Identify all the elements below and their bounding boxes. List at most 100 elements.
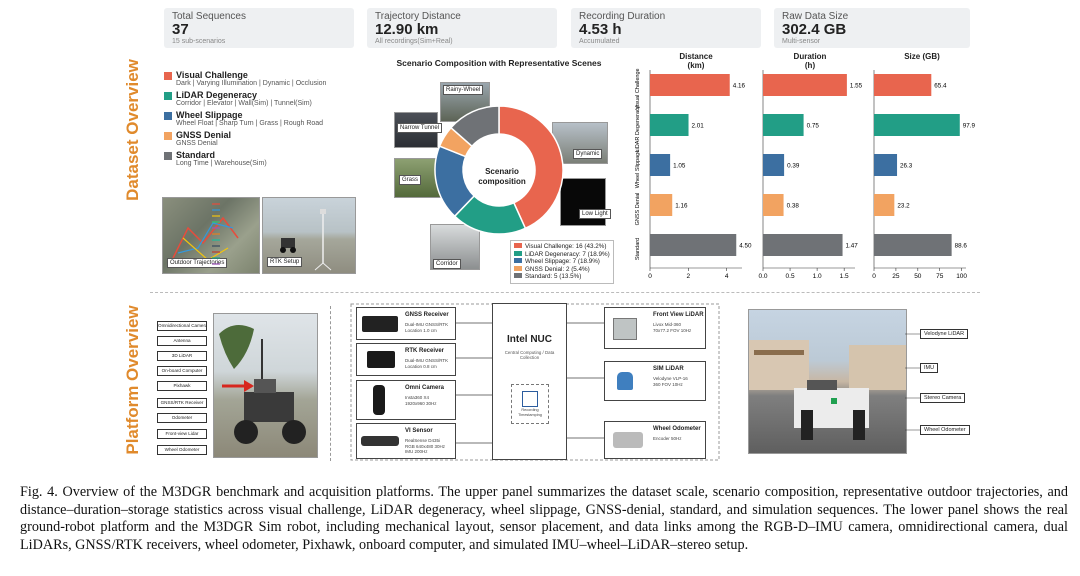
- device-name: SIM LiDAR: [653, 366, 684, 372]
- legend-swatch: [514, 265, 522, 271]
- omni-camera-box: Omni Camera Insta360 X4 1920x960 30Hz: [356, 380, 456, 420]
- device-name: Omni Camera: [405, 385, 445, 391]
- rtk-setup-photo: RTK Setup: [262, 197, 356, 274]
- axis-tick-label: 25: [892, 273, 900, 280]
- donut-slice: [498, 105, 564, 230]
- bar-value-label: 4.16: [733, 83, 746, 90]
- robot-label: GNSS/RTK Receiver: [157, 398, 207, 408]
- stat-sub: All recordings(Sim+Real): [375, 38, 453, 45]
- stat-sub: 15 sub-scenarios: [172, 38, 226, 45]
- device-name: Wheel Odometer: [653, 426, 701, 432]
- donut-hole: [464, 135, 534, 205]
- sim-scene: [749, 340, 906, 440]
- gnss-receiver-icon: [362, 316, 398, 332]
- sim-label-stereo: Stereo Camera: [920, 393, 966, 403]
- swatch: [164, 132, 172, 140]
- vi-sensor-box: VI Sensor RealSense D435i RGB 640x480 30…: [356, 423, 456, 459]
- bar: [763, 194, 784, 216]
- bar-value-label: 97.9: [963, 123, 975, 130]
- rtk-setup-label: RTK Setup: [267, 257, 303, 267]
- robot-label: Pixhawk: [157, 381, 207, 391]
- bar-value-label: 1.05: [673, 163, 686, 170]
- rtk-receiver-icon: [367, 351, 395, 368]
- legend-swatch: [514, 243, 522, 248]
- stat-value: 4.53 h: [579, 21, 622, 38]
- gnss-receiver-box: GNSS Receiver Dual-IMU GNSS/RTK Location…: [356, 307, 456, 340]
- device-desc: Livox Mid-360 70x77.2 FOV 10Hz: [653, 322, 692, 333]
- bar: [763, 234, 843, 256]
- trajectory-legend: [210, 200, 258, 270]
- bar: [650, 234, 737, 256]
- bar-value-label: 1.47: [846, 243, 859, 250]
- wheel-robot-icon: [613, 432, 643, 448]
- wheel-odometer-box: Wheel Odometer Encoder 50Hz: [604, 421, 706, 459]
- device-desc: Velodyne VLP-16 360 FOV 10Hz: [653, 376, 688, 387]
- bar: [874, 194, 895, 216]
- scene-label: Rainy-Wheel: [443, 85, 484, 95]
- rtk-scene: [280, 209, 332, 271]
- bar-value-label: 65.4: [934, 83, 947, 90]
- robot-label: Wheel Odometer: [157, 445, 207, 455]
- device-desc: Insta360 X4 1920x960 30Hz: [405, 395, 437, 406]
- stat-label: Trajectory Distance: [375, 11, 461, 22]
- bar-value-label: 0.38: [787, 203, 800, 210]
- robot-label: Odometer: [157, 413, 207, 423]
- figure-caption: Fig. 4. Overview of the M3DGR benchmark …: [20, 484, 1068, 553]
- stat-label: Total Sequences: [172, 11, 246, 22]
- category-name: LiDAR Degeneracy: [176, 90, 258, 100]
- axis-tick-label: 0: [872, 273, 876, 280]
- device-desc: RealSense D435i RGB 640x480 30Hz IMU 200…: [405, 438, 446, 454]
- front-lidar-box: Front View LiDAR Livox Mid-360 70x77.2 F…: [604, 307, 706, 349]
- front-lidar-icon: [613, 318, 637, 340]
- nuc-box: Intel NUC Central Computing / Data Colle…: [492, 303, 567, 460]
- bar: [763, 114, 804, 136]
- stat-sub: Accumulated: [579, 38, 620, 45]
- dataset-overview-title: Dataset Overview: [123, 59, 142, 201]
- axis-tick-label: 75: [936, 273, 944, 280]
- stat-label: Raw Data Size: [782, 11, 849, 22]
- sim-robot-photo: [748, 309, 907, 454]
- bar-value-label: 0.39: [787, 163, 800, 170]
- stat-card-size: Raw Data Size 302.4 GB Multi-sensor: [774, 8, 970, 48]
- category-tick-label: LiDAR Degeneracy: [635, 105, 641, 152]
- stat-label: Recording Duration: [579, 11, 666, 22]
- legend-text: LiDAR Degeneracy: 7 (18.9%): [525, 250, 610, 258]
- stat-value: 302.4 GB: [782, 21, 847, 38]
- real-robot-photo: [213, 313, 318, 458]
- bar: [650, 114, 689, 136]
- category-name: Wheel Slippage: [176, 110, 243, 120]
- rtk-receiver-box: RTK Receiver Dual-IMU GNSS/RTK Location …: [356, 343, 456, 376]
- legend-text: Wheel Slippage: 7 (18.9%): [525, 258, 600, 266]
- scene-label: Corridor: [433, 259, 461, 269]
- axis-tick-label: 4: [725, 273, 729, 280]
- bar-value-label: 2.01: [692, 123, 705, 130]
- legend-item: LiDAR Degeneracy: 7 (18.9%): [514, 250, 610, 259]
- legend-text: Standard: 5 (13.5%): [525, 273, 582, 281]
- nuc-sub: Central Computing / Data Collection: [504, 350, 555, 360]
- bar: [763, 74, 847, 96]
- bar: [874, 234, 952, 256]
- device-name: VI Sensor: [405, 428, 433, 434]
- device-name: GNSS Receiver: [405, 312, 449, 318]
- robot-divider: [330, 306, 331, 461]
- scene-thumb: Low Light: [560, 178, 611, 226]
- bar-value-label: 26.3: [900, 163, 913, 170]
- bar-value-label: 23.2: [897, 203, 910, 210]
- sim-label-imu: IMU: [920, 363, 939, 373]
- bar: [650, 74, 730, 96]
- section-divider: [150, 292, 980, 293]
- device-desc: Encoder 50Hz: [653, 436, 682, 441]
- category-desc: GNSS Denial: [176, 140, 218, 147]
- bar: [874, 114, 960, 136]
- robot-label: 3D LiDAR: [157, 351, 207, 361]
- sim-label-lines: [905, 330, 925, 440]
- bar: [650, 194, 673, 216]
- category-name: Standard: [176, 150, 216, 160]
- category-desc: Long Time | Warehouse(Sim): [176, 160, 267, 167]
- axis-tick-label: 1.5: [840, 273, 849, 280]
- chip-label: Recording Timestamping: [518, 408, 542, 417]
- axis-tick-label: 2: [687, 273, 691, 280]
- system-diagram: Intel NUC Central Computing / Data Colle…: [350, 303, 720, 461]
- category-tick-label: Standard: [635, 238, 641, 260]
